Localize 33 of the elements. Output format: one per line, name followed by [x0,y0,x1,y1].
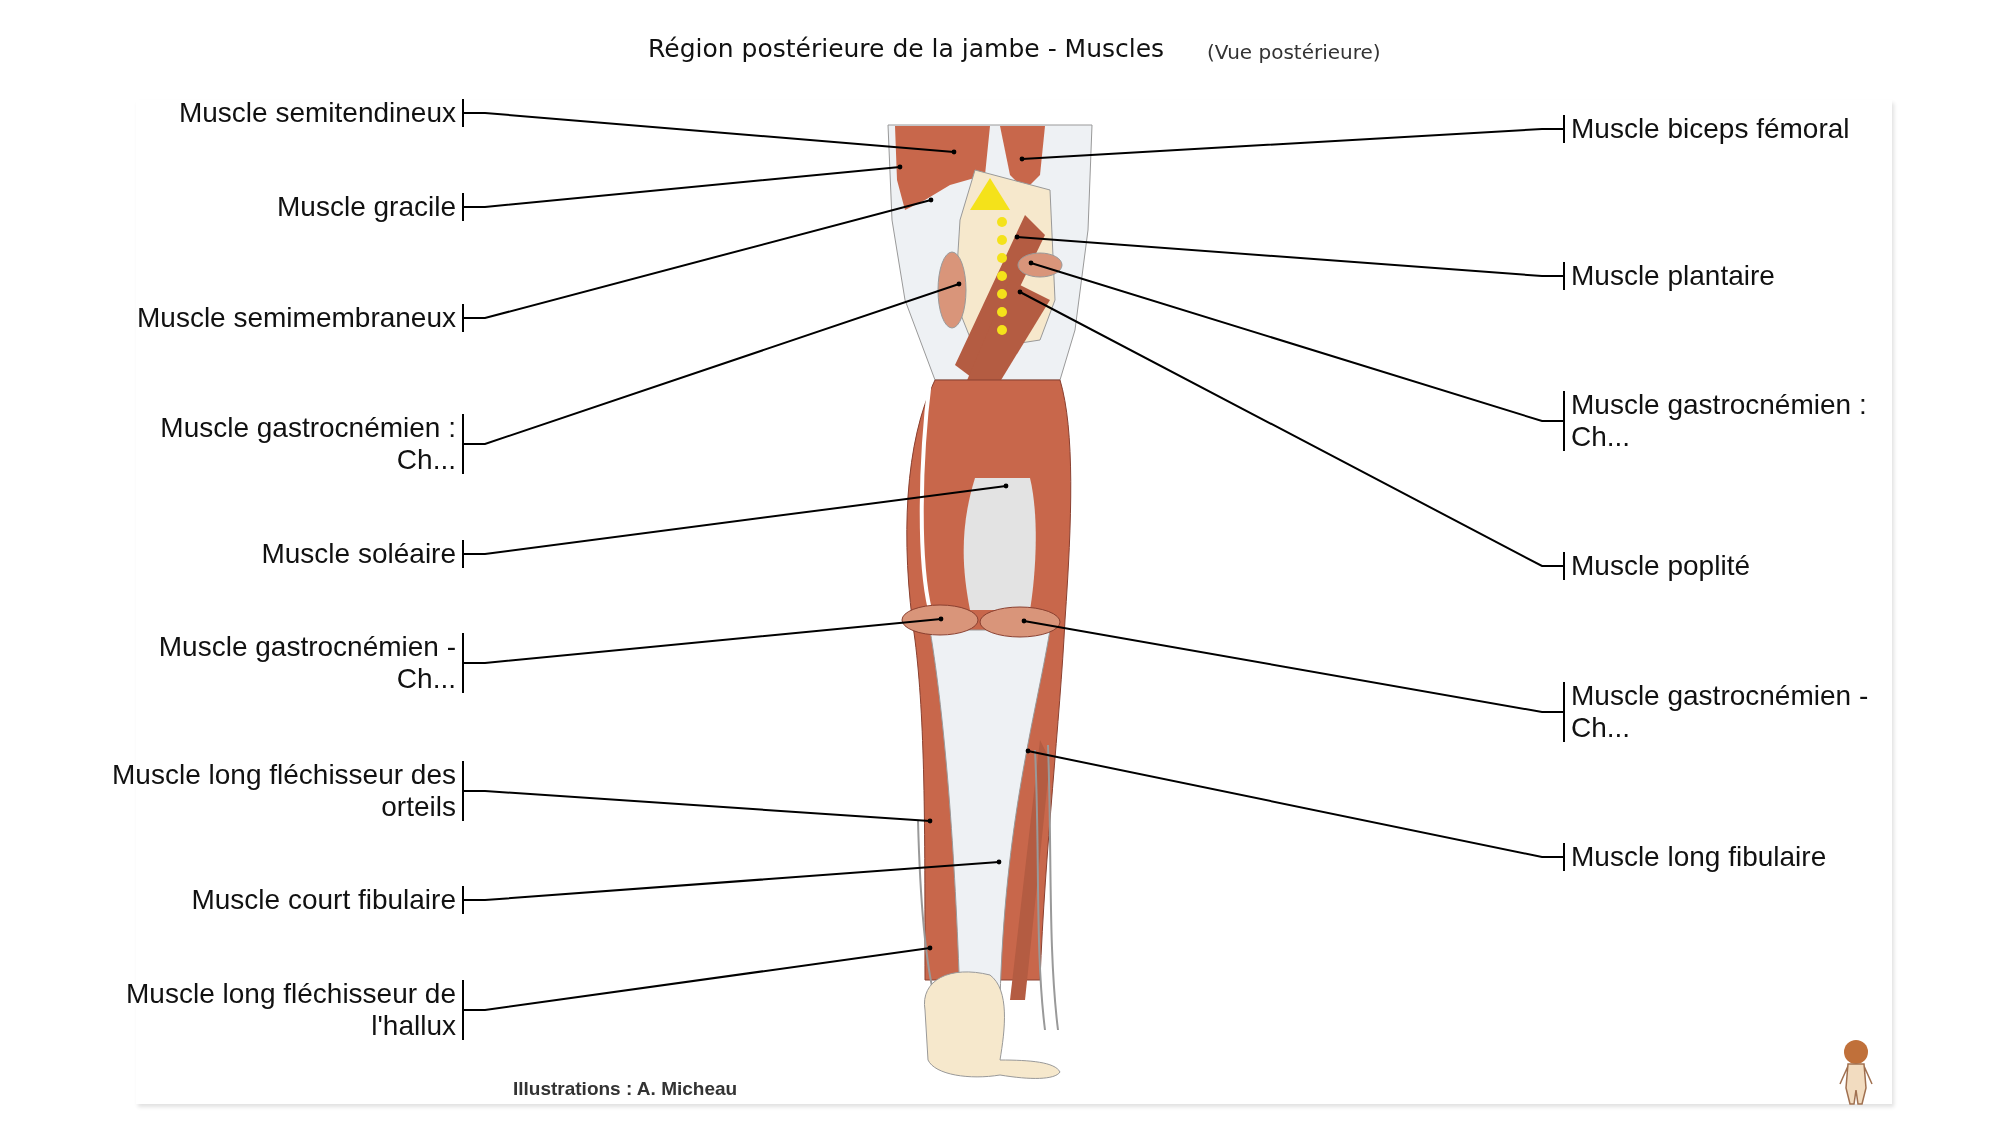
diagram-title: Région postérieure de la jambe - Muscles [648,34,1165,63]
leader-line [462,945,933,1011]
leader-line [462,616,944,664]
muscle-label: Muscle poplité [1571,550,1916,582]
muscle-label: Muscle long fléchisseur de l'hallux [111,978,456,1042]
muscle-label: Muscle plantaire [1571,260,1916,292]
muscle-label: Muscle court fibulaire [111,884,456,916]
leader-line [1019,128,1565,162]
muscle-label: Muscle gastrocnémien : Ch... [111,412,456,476]
leader-line [1025,748,1565,858]
leader-line [1017,289,1565,567]
leader-line [1028,260,1565,422]
view-note: (Vue postérieure) [1207,40,1381,64]
leader-line [462,790,933,824]
muscle-label: Muscle gastrocnémien - Ch... [1571,680,1916,744]
leader-line [462,112,957,155]
leader-line [462,281,962,445]
muscle-label: Muscle soléaire [111,538,456,570]
leader-line [462,859,1002,901]
muscle-label: Muscle long fibulaire [1571,841,1916,873]
muscle-label: Muscle semimembraneux [111,302,456,334]
muscle-label: Muscle gastrocnémien - Ch... [111,631,456,695]
muscle-label: Muscle biceps fémoral [1571,113,1916,145]
muscle-label: Muscle gracile [111,191,456,223]
muscle-label: Muscle long fléchisseur des orteils [111,759,456,823]
leader-line [1014,234,1565,277]
leader-line [462,197,934,319]
muscle-label: Muscle semitendineux [111,97,456,129]
illustration-credit: Illustrations : A. Micheau [513,1078,738,1100]
leader-line [462,164,903,208]
leader-line [462,483,1009,555]
muscle-label: Muscle gastrocnémien : Ch... [1571,389,1916,453]
leader-line [1021,618,1565,713]
